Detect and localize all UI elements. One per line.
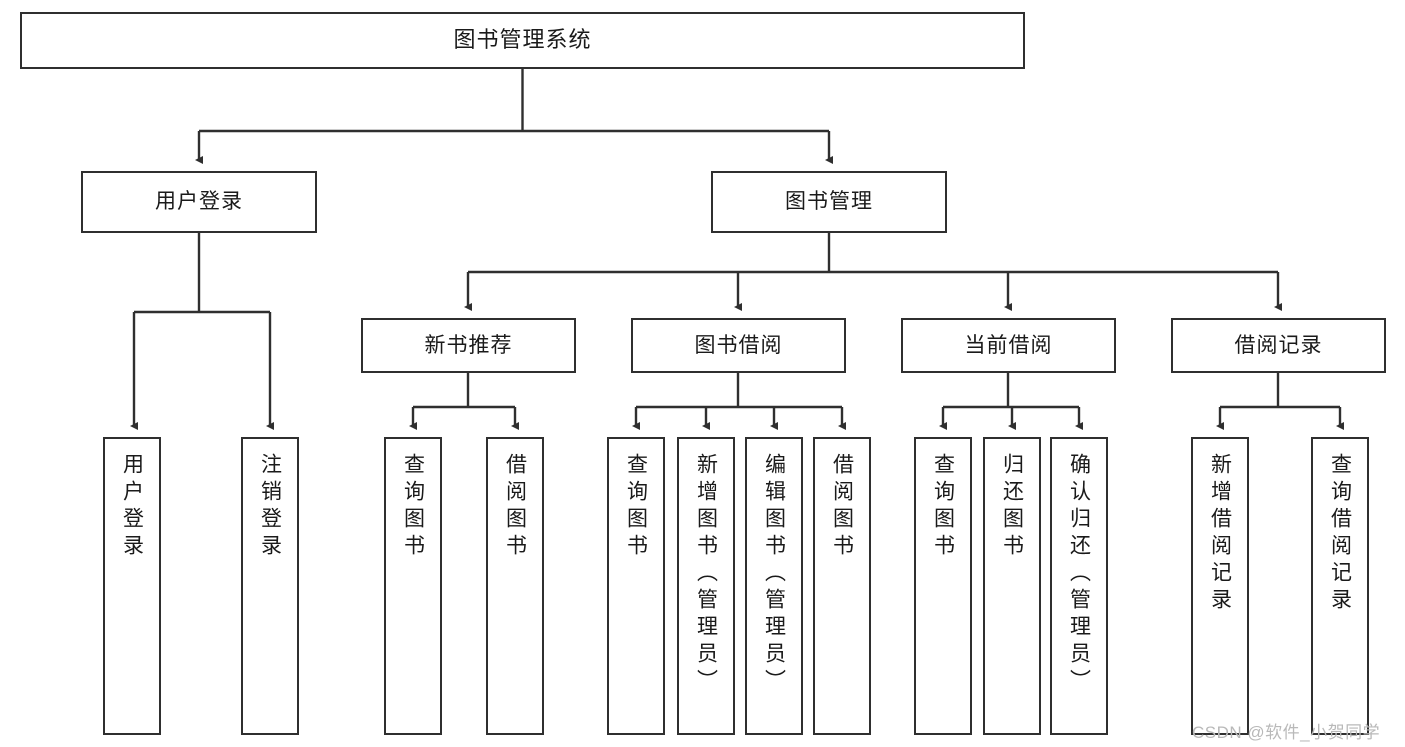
watermark-text: CSDN @软件_小贺同学 bbox=[1192, 723, 1381, 742]
node-label: 查询借阅记录 bbox=[1328, 453, 1352, 615]
node-label: 确认归还（管理员） bbox=[1067, 453, 1091, 696]
node-user-login[interactable]: 用户登录 bbox=[81, 171, 317, 233]
node-leaf-query-book-1[interactable]: 查询图书 bbox=[384, 437, 442, 735]
node-label: 用户登录 bbox=[155, 190, 243, 214]
node-label: 注销登录 bbox=[258, 453, 282, 561]
node-label: 借阅记录 bbox=[1234, 333, 1323, 357]
node-label: 查询图书 bbox=[624, 453, 648, 561]
node-label: 归还图书 bbox=[1000, 453, 1024, 561]
node-label: 借阅图书 bbox=[830, 453, 854, 561]
node-leaf-logout[interactable]: 注销登录 bbox=[241, 437, 299, 735]
node-book-management[interactable]: 图书管理 bbox=[711, 171, 947, 233]
node-label: 新增图书（管理员） bbox=[694, 453, 718, 696]
node-label: 查询图书 bbox=[401, 453, 425, 561]
node-label: 图书管理系统 bbox=[453, 27, 592, 53]
node-label: 借阅图书 bbox=[503, 453, 527, 561]
node-label: 当前借阅 bbox=[964, 333, 1053, 357]
node-label: 查询图书 bbox=[931, 453, 955, 561]
node-book-borrow[interactable]: 图书借阅 bbox=[631, 318, 846, 373]
node-leaf-query-book-2[interactable]: 查询图书 bbox=[607, 437, 665, 735]
node-borrow-record[interactable]: 借阅记录 bbox=[1171, 318, 1386, 373]
node-label: 图书借阅 bbox=[694, 333, 783, 357]
node-leaf-return-book[interactable]: 归还图书 bbox=[983, 437, 1041, 735]
node-label: 编辑图书（管理员） bbox=[762, 453, 786, 696]
node-leaf-query-borrow-record[interactable]: 查询借阅记录 bbox=[1311, 437, 1369, 735]
node-leaf-user-login[interactable]: 用户登录 bbox=[103, 437, 161, 735]
node-root-system[interactable]: 图书管理系统 bbox=[20, 12, 1025, 69]
node-label: 用户登录 bbox=[120, 453, 144, 561]
node-leaf-add-borrow-record[interactable]: 新增借阅记录 bbox=[1191, 437, 1249, 735]
node-label: 新增借阅记录 bbox=[1208, 453, 1232, 615]
node-leaf-confirm-return-admin[interactable]: 确认归还（管理员） bbox=[1050, 437, 1108, 735]
node-leaf-borrow-book-2[interactable]: 借阅图书 bbox=[813, 437, 871, 735]
node-current-borrow[interactable]: 当前借阅 bbox=[901, 318, 1116, 373]
node-leaf-borrow-book-1[interactable]: 借阅图书 bbox=[486, 437, 544, 735]
node-leaf-edit-book-admin[interactable]: 编辑图书（管理员） bbox=[745, 437, 803, 735]
node-leaf-add-book-admin[interactable]: 新增图书（管理员） bbox=[677, 437, 735, 735]
node-leaf-query-book-3[interactable]: 查询图书 bbox=[914, 437, 972, 735]
node-label: 图书管理 bbox=[785, 190, 873, 214]
node-label: 新书推荐 bbox=[424, 333, 513, 357]
node-new-book-recommend[interactable]: 新书推荐 bbox=[361, 318, 576, 373]
